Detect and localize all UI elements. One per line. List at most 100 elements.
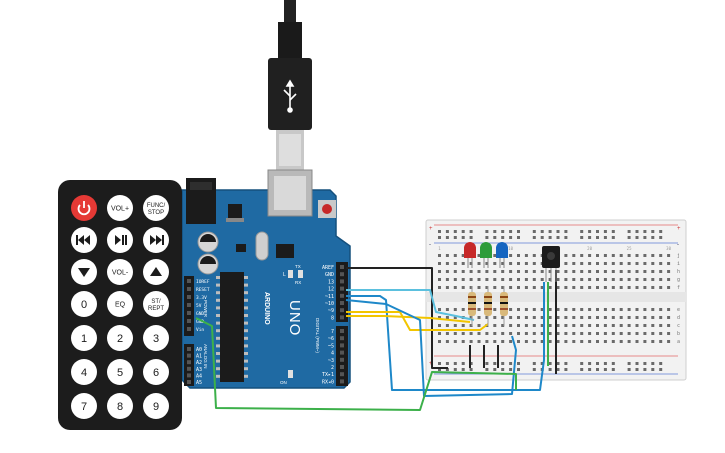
breadboard-hole[interactable]	[501, 340, 505, 343]
breadboard-hole[interactable]	[643, 340, 647, 343]
breadboard-hole[interactable]	[445, 324, 449, 327]
breadboard-hole[interactable]	[540, 286, 544, 289]
rail-hole[interactable]	[485, 368, 489, 371]
breadboard-hole[interactable]	[556, 316, 560, 319]
rail-hole[interactable]	[603, 368, 607, 371]
breadboard-hole[interactable]	[469, 316, 473, 319]
rail-hole[interactable]	[540, 230, 544, 233]
breadboard-hole[interactable]	[667, 332, 671, 335]
breadboard-hole[interactable]	[572, 340, 576, 343]
remote-button-digit-2-cap[interactable]	[107, 325, 133, 351]
breadboard-hole[interactable]	[524, 262, 528, 265]
leds[interactable]	[464, 242, 508, 268]
rail-hole[interactable]	[540, 236, 544, 239]
rail-hole[interactable]	[588, 236, 592, 239]
rail-hole[interactable]	[469, 362, 473, 365]
breadboard-hole[interactable]	[517, 270, 520, 273]
breadboard-hole[interactable]	[611, 286, 615, 289]
power-pin-hole[interactable]	[187, 295, 191, 299]
breadboard-hole[interactable]	[619, 286, 623, 289]
rail-hole[interactable]	[564, 236, 568, 239]
breadboard-hole[interactable]	[572, 332, 576, 335]
digital-pin-hole[interactable]	[340, 272, 344, 277]
breadboard-hole[interactable]	[445, 286, 449, 289]
breadboard-hole[interactable]	[635, 270, 639, 273]
breadboard-hole[interactable]	[588, 316, 592, 319]
breadboard-hole[interactable]	[461, 278, 465, 281]
resistor-3[interactable]	[500, 286, 508, 326]
breadboard-hole[interactable]	[651, 308, 655, 311]
digital-pin-hole[interactable]	[340, 308, 344, 313]
rail-hole[interactable]	[627, 236, 631, 239]
breadboard-hole[interactable]	[461, 340, 465, 343]
breadboard-hole[interactable]	[540, 270, 544, 273]
breadboard-hole[interactable]	[659, 340, 663, 343]
remote-button-next[interactable]	[143, 227, 169, 253]
breadboard-hole[interactable]	[532, 270, 536, 273]
breadboard-hole[interactable]	[445, 254, 449, 257]
breadboard-hole[interactable]	[651, 278, 655, 281]
rail-hole[interactable]	[461, 236, 465, 239]
digital-pin-hole[interactable]	[340, 379, 344, 384]
breadboard-hole[interactable]	[509, 278, 513, 281]
rail-hole[interactable]	[643, 236, 647, 239]
breadboard-hole[interactable]	[493, 316, 497, 319]
rail-hole[interactable]	[501, 236, 505, 239]
rail-hole[interactable]	[469, 230, 473, 233]
breadboard-hole[interactable]	[596, 254, 599, 257]
breadboard-hole[interactable]	[532, 332, 536, 335]
breadboard-hole[interactable]	[501, 316, 505, 319]
rail-hole[interactable]	[445, 236, 449, 239]
breadboard-hole[interactable]	[438, 262, 441, 265]
breadboard-hole[interactable]	[659, 316, 663, 319]
breadboard-hole[interactable]	[485, 278, 489, 281]
breadboard-hole[interactable]	[517, 278, 520, 281]
breadboard-hole[interactable]	[477, 316, 481, 319]
rail-hole[interactable]	[643, 230, 647, 233]
breadboard-hole[interactable]	[667, 316, 671, 319]
breadboard-hole[interactable]	[438, 254, 441, 257]
rail-hole[interactable]	[635, 368, 639, 371]
remote-button-digit-9-cap[interactable]	[143, 393, 169, 419]
rail-hole[interactable]	[651, 362, 655, 365]
breadboard-hole[interactable]	[603, 316, 607, 319]
breadboard-hole[interactable]	[461, 286, 465, 289]
breadboard-hole[interactable]	[509, 340, 513, 343]
breadboard-hole[interactable]	[501, 278, 505, 281]
breadboard-hole[interactable]	[643, 316, 647, 319]
rail-hole[interactable]	[659, 230, 663, 233]
power-pin-hole[interactable]	[187, 327, 191, 331]
breadboard-hole[interactable]	[493, 270, 497, 273]
rail-hole[interactable]	[461, 362, 465, 365]
breadboard-hole[interactable]	[509, 254, 513, 257]
analog-pin-hole[interactable]	[187, 366, 191, 371]
breadboard-hole[interactable]	[643, 308, 647, 311]
breadboard-hole[interactable]	[588, 262, 592, 265]
breadboard-hole[interactable]	[477, 332, 481, 335]
rail-hole[interactable]	[588, 362, 592, 365]
breadboard-hole[interactable]	[509, 262, 513, 265]
rail-hole[interactable]	[485, 236, 489, 239]
analog-pin-hole[interactable]	[187, 353, 191, 358]
breadboard-hole[interactable]	[556, 332, 560, 335]
remote-button-digit-7[interactable]: 7	[71, 393, 97, 419]
rail-hole[interactable]	[580, 368, 584, 371]
breadboard-hole[interactable]	[588, 332, 592, 335]
breadboard-hole[interactable]	[532, 286, 536, 289]
breadboard-hole[interactable]	[643, 262, 647, 265]
rail-hole[interactable]	[627, 230, 631, 233]
breadboard-hole[interactable]	[611, 270, 615, 273]
breadboard-hole[interactable]	[469, 286, 473, 289]
rail-hole[interactable]	[438, 368, 441, 371]
breadboard-hole[interactable]	[461, 254, 465, 257]
breadboard-hole[interactable]	[588, 340, 592, 343]
breadboard-hole[interactable]	[517, 286, 520, 289]
breadboard-hole[interactable]	[524, 324, 528, 327]
breadboard-hole[interactable]	[667, 254, 671, 257]
breadboard-hole[interactable]	[627, 332, 631, 335]
breadboard-hole[interactable]	[548, 332, 552, 335]
rail-hole[interactable]	[556, 368, 560, 371]
wire-yellow-pin9[interactable]	[346, 311, 489, 331]
digital-pin-hole[interactable]	[340, 279, 344, 284]
